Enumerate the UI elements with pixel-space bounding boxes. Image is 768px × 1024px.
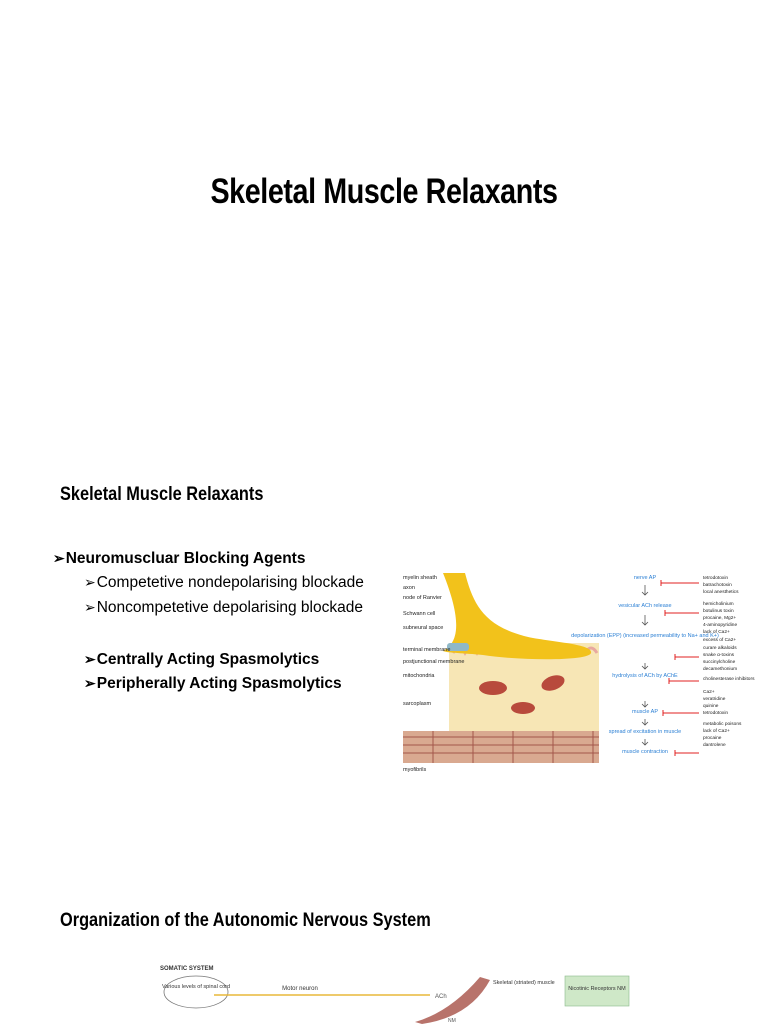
svg-text:depolarization (EPP) (increase: depolarization (EPP) (increased permeabi…	[571, 633, 719, 639]
bullet-arrow-icon: ➢	[84, 574, 96, 590]
left-labels: myelin sheath axon node of Ranvier Schwa…	[403, 575, 464, 773]
svg-text:vesicular ACh release: vesicular ACh release	[618, 603, 671, 609]
slide-3-heading: Organization of the Autonomic Nervous Sy…	[60, 910, 431, 931]
somatic-diagram: SOMATIC SYSTEM Various levels of spinal …	[160, 966, 630, 1024]
svg-text:muscle AP: muscle AP	[632, 709, 658, 715]
flow-steps: nerve AP vesicular ACh release depolariz…	[571, 575, 719, 755]
myofibrils	[403, 731, 599, 763]
svg-text:lack of Ca2+: lack of Ca2+	[703, 728, 730, 734]
svg-text:myelin sheath: myelin sheath	[403, 575, 437, 581]
svg-text:cholinesterase inhibitors: cholinesterase inhibitors	[703, 676, 755, 682]
slide-1-title: Skeletal Muscle Relaxants	[210, 172, 558, 211]
bullet-central: ➢Centrally Acting Spasmolytics	[84, 651, 320, 668]
svg-text:procaine: procaine	[703, 735, 722, 741]
motor-neuron-label: Motor neuron	[282, 986, 318, 992]
svg-text:snake α-toxins: snake α-toxins	[703, 652, 735, 658]
svg-text:metabolic poisons: metabolic poisons	[703, 721, 742, 727]
bullet-peripheral: ➢Peripherally Acting Spasmolytics	[84, 675, 342, 692]
inhibition-markers	[660, 580, 699, 756]
somatic-system-label: SOMATIC SYSTEM	[160, 966, 214, 972]
nm-label: NM	[448, 1018, 456, 1024]
spinal-cord-oval	[163, 975, 229, 1009]
mitochondrion	[511, 702, 535, 714]
svg-text:muscle contraction: muscle contraction	[622, 749, 668, 755]
nerve-axon	[443, 573, 592, 660]
svg-text:quinine: quinine	[703, 703, 719, 709]
svg-text:tetrodotoxin: tetrodotoxin	[703, 575, 728, 581]
skeletal-muscle-label: Skeletal (striated) muscle	[493, 980, 555, 986]
svg-text:dantrolene: dantrolene	[703, 742, 726, 748]
svg-text:myofibrils: myofibrils	[403, 767, 426, 773]
svg-text:hydrolysis of ACh by AChE: hydrolysis of ACh by AChE	[612, 673, 678, 679]
svg-text:4-aminopyridine: 4-aminopyridine	[703, 622, 737, 628]
svg-text:terminal membrane: terminal membrane	[403, 647, 450, 653]
flow-arrows	[641, 585, 649, 746]
svg-text:hemicholinium: hemicholinium	[703, 601, 734, 607]
svg-text:node of Ranvier: node of Ranvier	[403, 595, 442, 601]
skeletal-muscle-shape	[415, 977, 490, 1024]
bullet-arrow-icon: ➢	[53, 550, 65, 566]
svg-text:Schwann cell: Schwann cell	[403, 611, 435, 617]
slide-2: Skeletal Muscle Relaxants ➢Neuromuscluar…	[0, 470, 768, 800]
nicotinic-receptor-label: Nicotinic Receptors NM	[568, 986, 626, 992]
bullet-arrow-icon: ➢	[84, 651, 96, 667]
svg-text:subneural space: subneural space	[403, 625, 443, 631]
spinal-cord-label: Various levels of spinal cord	[162, 984, 230, 990]
svg-text:axon: axon	[403, 585, 415, 591]
slide-3: Organization of the Autonomic Nervous Sy…	[0, 890, 768, 1024]
slide-1: Skeletal Muscle Relaxants	[0, 0, 768, 300]
svg-text:batrachotoxin: batrachotoxin	[703, 582, 732, 588]
bullet-nmb-agents: ➢Neuromuscluar Blocking Agents	[53, 550, 306, 567]
svg-text:mitochondria: mitochondria	[403, 673, 435, 679]
svg-text:succinylcholine: succinylcholine	[703, 659, 736, 665]
nmj-diagram: myelin sheath axon node of Ranvier Schwa…	[403, 573, 755, 773]
svg-text:spread of excitation in muscle: spread of excitation in muscle	[609, 729, 681, 735]
svg-text:sarcoplasm: sarcoplasm	[403, 701, 432, 707]
ach-label: ACh	[435, 994, 447, 1000]
blocker-list: tetrodotoxin batrachotoxin local anesthe…	[703, 575, 755, 748]
svg-text:Ca2+: Ca2+	[703, 689, 715, 695]
bullet-arrow-icon: ➢	[84, 599, 96, 615]
bullet-competitive: ➢Competetive nondepolarising blockade	[84, 574, 364, 591]
svg-text:tetrodotoxin: tetrodotoxin	[703, 710, 728, 716]
svg-text:procaine, Mg2+: procaine, Mg2+	[703, 615, 736, 621]
svg-text:veratridine: veratridine	[703, 696, 726, 702]
svg-text:lack of Ca2+: lack of Ca2+	[703, 629, 730, 635]
nicotinic-receptor-box	[564, 975, 630, 1007]
svg-text:postjunctional membrane: postjunctional membrane	[403, 659, 464, 665]
svg-text:nerve AP: nerve AP	[634, 575, 657, 581]
svg-text:local anesthetics: local anesthetics	[703, 589, 739, 595]
svg-text:excess of Ca2+: excess of Ca2+	[703, 637, 736, 643]
schwann-cell	[447, 643, 469, 651]
mitochondrion	[541, 675, 565, 691]
svg-text:curare alkaloids: curare alkaloids	[703, 645, 737, 651]
slide-2-heading: Skeletal Muscle Relaxants	[60, 484, 264, 505]
bullet-noncompetitive: ➢Noncompetetive depolarising blockade	[84, 599, 363, 616]
svg-text:botulinus toxin: botulinus toxin	[703, 608, 734, 614]
svg-text:decamethonium: decamethonium	[703, 666, 737, 672]
bullet-arrow-icon: ➢	[84, 675, 96, 691]
mitochondrion	[479, 681, 507, 695]
